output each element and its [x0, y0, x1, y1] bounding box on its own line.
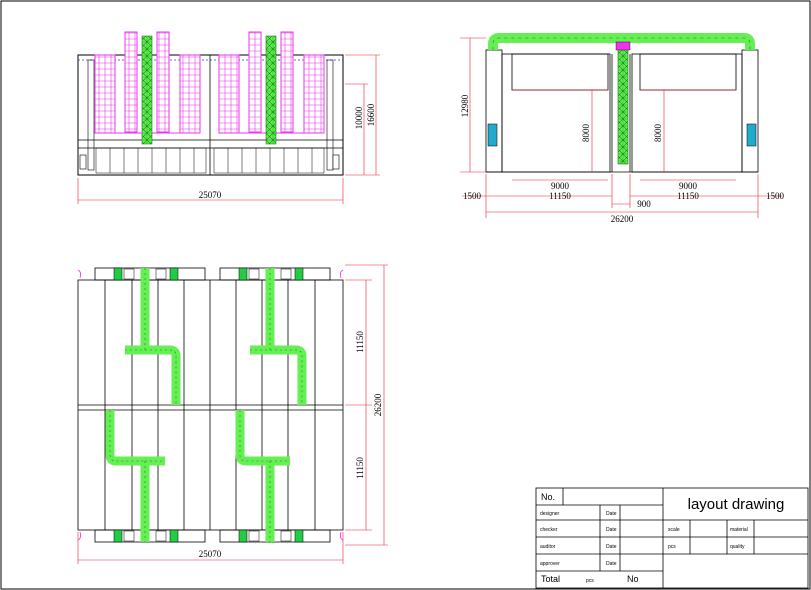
tb-material-label: material: [730, 527, 748, 533]
plan-width-dim: 25070: [199, 549, 222, 559]
title-block: No. designer checker auditor approver Da…: [535, 487, 809, 589]
center-gap-dim: 900: [637, 199, 651, 209]
tb-total-pcs-label: pcs: [586, 578, 594, 584]
tb-total-label: Total: [541, 574, 560, 584]
tb-date-4: Date: [606, 561, 617, 567]
plan-ducts: [105, 268, 307, 542]
tb-approver-label: approver: [540, 561, 560, 567]
side-height-dim: 12980: [460, 94, 470, 117]
tb-total-no-label: No: [627, 574, 639, 584]
front-view-outline: [77, 54, 344, 176]
duct-column-right: [265, 35, 277, 145]
front-width-dim: 25070: [199, 190, 222, 200]
plan-fans: [113, 267, 304, 543]
left-booth-height-dim: 8000: [581, 124, 591, 143]
tb-checker-label: checker: [540, 527, 558, 533]
side-equipment-left: [487, 123, 498, 147]
tb-quality-label: quality: [730, 544, 745, 550]
tb-date-3: Date: [606, 544, 617, 550]
side-view: 12980 8000 8000 9000 9000 1500 1500 1115…: [460, 33, 785, 224]
left-booth-width-dim: 11150: [549, 191, 571, 201]
plan-lower-row-dim: 11150: [355, 457, 365, 479]
drawing-title: layout drawing: [688, 496, 785, 513]
tb-pcs-label: pcs: [668, 544, 676, 550]
left-margin-dim: 1500: [463, 191, 482, 201]
side-total-width-dim: 26200: [611, 214, 634, 224]
tb-no-label: No.: [541, 492, 555, 502]
right-inner-width-dim: 9000: [679, 181, 698, 191]
right-booth-width-dim: 11150: [677, 191, 699, 201]
plan-upper-row-dim: 11150: [355, 331, 365, 353]
front-inner-height-dim: 10000: [354, 106, 364, 129]
tb-scale-label: scale: [668, 527, 680, 533]
tb-auditor-label: auditor: [540, 544, 556, 550]
front-total-height-dim: 16600: [366, 103, 376, 126]
tb-designer-label: designer: [540, 511, 560, 517]
duct-column-left: [141, 35, 153, 145]
right-booth-height-dim: 8000: [653, 124, 663, 143]
plan-view: 25070 11150 11150 26200: [77, 264, 388, 564]
front-view: 25070 16600 10000: [77, 31, 380, 204]
left-inner-width-dim: 9000: [551, 181, 570, 191]
tb-date-2: Date: [606, 527, 617, 533]
side-equipment-right: [746, 123, 757, 147]
plan-total-depth-dim: 26200: [373, 393, 383, 416]
side-duct-column: [617, 45, 629, 165]
tb-date-1: Date: [606, 511, 617, 517]
right-margin-dim: 1500: [766, 191, 785, 201]
filter-units: [94, 31, 325, 134]
